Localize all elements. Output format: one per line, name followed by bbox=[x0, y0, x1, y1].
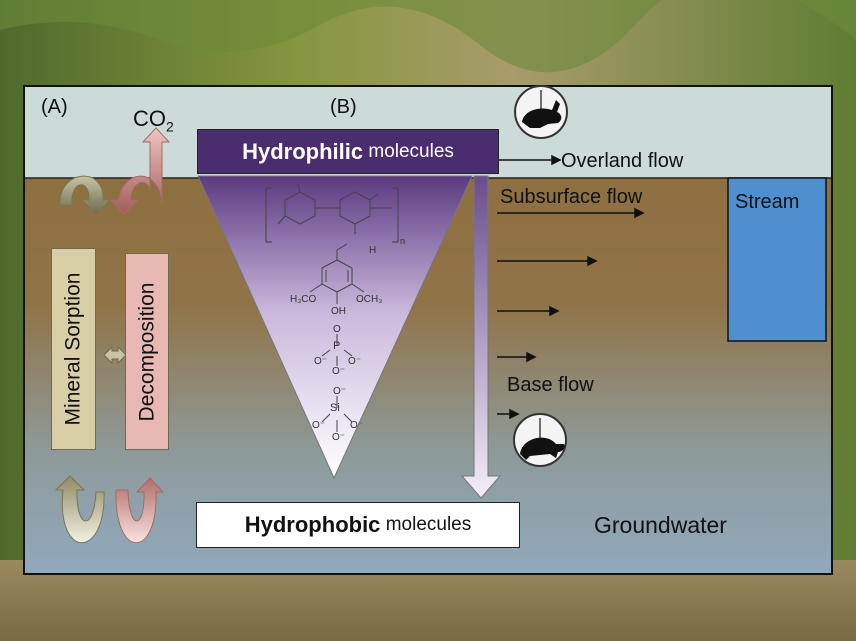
mineral-sorption-box: Mineral Sorption bbox=[51, 248, 96, 450]
subsurface-flow-label: Subsurface flow bbox=[500, 186, 643, 208]
hydrophilic-bold: Hydrophilic bbox=[242, 138, 364, 164]
decomposition-box: Decomposition bbox=[125, 253, 169, 450]
mineral-sorption-label: Mineral Sorption bbox=[61, 272, 85, 426]
silicate-oxide-right: O⁻ bbox=[350, 420, 364, 431]
silicate-oxide-top: O⁻ bbox=[333, 386, 347, 397]
groundwater-label: Groundwater bbox=[594, 512, 727, 538]
phosphate-oxide-bottom: O⁻ bbox=[332, 366, 346, 377]
down-arrow bbox=[460, 175, 502, 499]
co2-text: CO bbox=[133, 106, 166, 131]
methoxy-right-label: OCH₃ bbox=[356, 294, 383, 305]
rabbit-clock-icon bbox=[514, 85, 568, 139]
phosphate-oxide-left: O⁻ bbox=[314, 356, 328, 367]
base-flow-label: Base flow bbox=[507, 374, 594, 396]
co2-release-arrow bbox=[108, 127, 171, 215]
molecule-structures bbox=[265, 183, 399, 432]
hydrophobic-box: Hydrophobic molecules bbox=[196, 502, 520, 548]
hydrophilic-box: Hydrophilic molecules bbox=[197, 129, 499, 174]
co2-label: CO2 bbox=[133, 106, 174, 134]
methoxy-left-label: H₃CO bbox=[290, 294, 317, 305]
silicate-oxide-bottom: O⁻ bbox=[332, 432, 346, 443]
hydrophobic-bold: Hydrophobic bbox=[244, 512, 381, 537]
hydrophilic-rest: molecules bbox=[363, 140, 454, 162]
panel-b-label: (B) bbox=[330, 96, 357, 118]
cellulose-n-label: n bbox=[400, 236, 406, 246]
flow-arrows bbox=[497, 154, 645, 420]
stream-box bbox=[727, 177, 827, 342]
sorption-cycle-arrow bbox=[59, 175, 112, 215]
silicate-si-label: Si bbox=[330, 402, 340, 414]
phosphate-p-label: P bbox=[333, 340, 341, 352]
hydrophobic-rest: molecules bbox=[380, 514, 472, 535]
grass-texture bbox=[0, 0, 856, 73]
aldehyde-h-label: H bbox=[369, 245, 377, 256]
hydroxyl-label: OH bbox=[331, 306, 346, 317]
mineral-uptake-arrow bbox=[54, 475, 105, 544]
phosphate-oxide-right: O⁻ bbox=[348, 356, 362, 367]
panel-a-label: (A) bbox=[41, 96, 68, 118]
silicate-oxide-left: O⁻ bbox=[312, 420, 326, 431]
decomposition-uptake-arrow bbox=[115, 477, 165, 544]
stream-label: Stream bbox=[735, 191, 800, 213]
molecule-funnel bbox=[197, 175, 473, 480]
phosphate-o-label: O bbox=[333, 324, 341, 335]
turtle-clock-icon bbox=[513, 413, 567, 467]
overland-flow-label: Overland flow bbox=[561, 150, 684, 172]
decomposition-label: Decomposition bbox=[135, 282, 158, 421]
co2-subscript: 2 bbox=[166, 118, 174, 135]
